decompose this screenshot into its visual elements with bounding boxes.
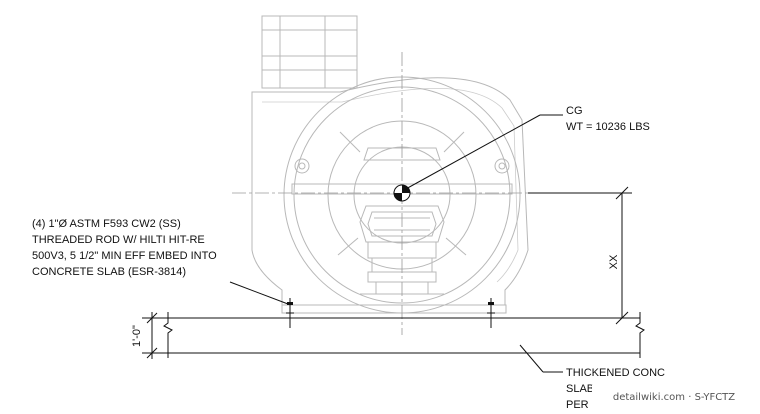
dimension-slab-thickness <box>142 312 168 359</box>
rod-note-line-4: CONCRETE SLAB (ESR-3814) <box>32 266 186 278</box>
cg-title-label: CG <box>566 105 583 117</box>
rod-note-leader <box>229 281 289 305</box>
slab-note-line-1: THICKENED CONC <box>566 367 665 379</box>
dimension-slab-label: 1'-0" <box>131 325 143 347</box>
concrete-slab <box>163 312 645 358</box>
cg-symbol <box>393 184 411 202</box>
rod-note-line-3: 500V3, 5 1/2" MIN EFF EMBED INTO <box>32 250 217 262</box>
equipment-outline <box>251 15 529 314</box>
watermark: detailwiki.com · S-YFCTZ <box>592 385 756 407</box>
slab-note-line-2: SLAB <box>566 383 594 395</box>
dimension-xx-label: XX <box>608 254 620 269</box>
cg-weight-label: WT = 10236 LBS <box>566 121 650 133</box>
rod-note-line-1: (4) 1"Ø ASTM F593 CW2 (SS) <box>32 218 181 230</box>
dimension-xx <box>528 186 632 325</box>
rod-note-line-2: THREADED ROD W/ HILTI HIT-RE <box>32 234 205 246</box>
anchor-rod-right <box>487 298 495 328</box>
slab-note-line-3: PER <box>566 399 589 411</box>
watermark-text: detailwiki.com · S-YFCTZ <box>613 392 735 403</box>
slab-note-leader <box>519 344 563 373</box>
cg-leader <box>403 114 563 191</box>
anchor-rod-left <box>286 298 294 328</box>
